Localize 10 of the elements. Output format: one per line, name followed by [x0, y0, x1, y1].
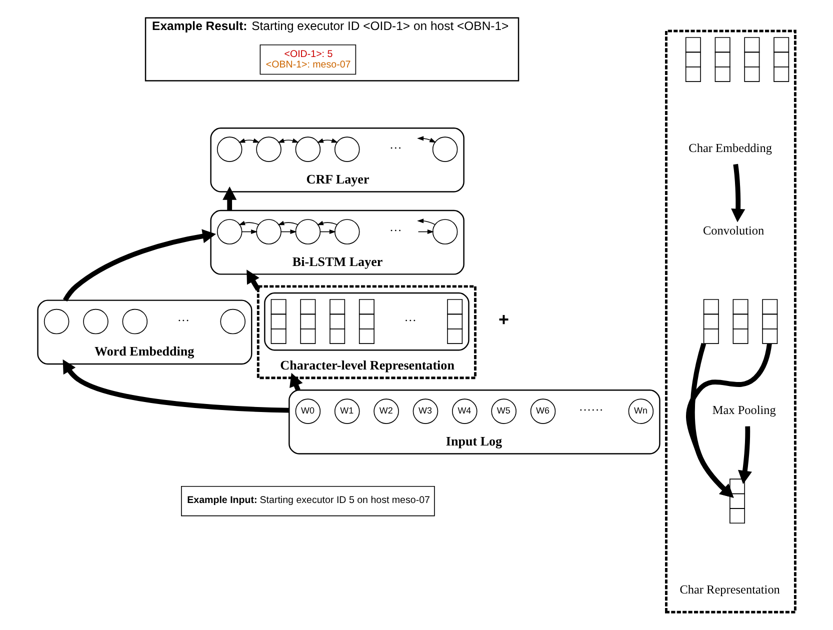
node-text: Char Representation — [680, 582, 780, 597]
node-text: ··· — [404, 313, 416, 328]
label: + — [498, 309, 510, 330]
node-text: ··· — [390, 224, 402, 238]
node-text: ··· — [177, 313, 190, 328]
node-text: Convolution — [702, 224, 764, 238]
node-text: ··· — [390, 141, 402, 156]
node-text: ······ — [578, 403, 604, 418]
node-text: Char Embedding — [688, 141, 772, 156]
node-text: Max Pooling — [712, 403, 776, 418]
